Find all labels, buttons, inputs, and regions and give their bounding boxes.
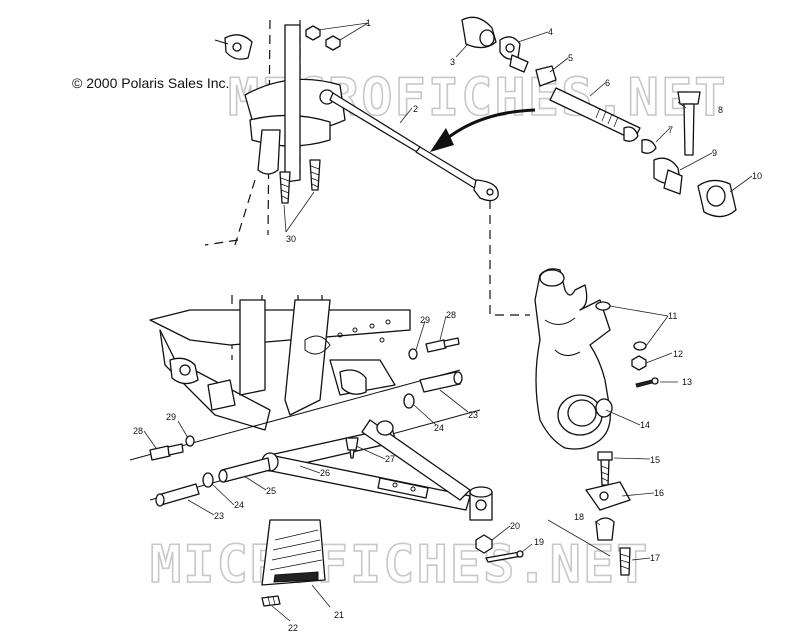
callout-26: 26 [320, 468, 330, 478]
callout-2: 2 [413, 104, 418, 114]
callout-15: 15 [650, 455, 660, 465]
callout-8: 8 [718, 105, 723, 115]
callout-4: 4 [548, 27, 553, 37]
callout-11: 11 [668, 311, 677, 321]
steering-knuckle [534, 268, 613, 450]
lock-nuts [305, 25, 341, 51]
callout-28-upper: 28 [446, 310, 456, 320]
callout-24-lower: 24 [234, 500, 244, 510]
callout-17: 17 [650, 553, 660, 563]
callout-16: 16 [654, 488, 664, 498]
watermark-bottom: MICROFICHES.NET [150, 535, 650, 595]
bolts-30 [279, 159, 321, 204]
ball-joint-assembly [585, 451, 631, 576]
callout-29-upper: 29 [420, 315, 430, 325]
callout-23-lower: 23 [214, 511, 224, 521]
callout-29-lower: 29 [166, 412, 176, 422]
copyright-notice: © 2000 Polaris Sales Inc. [72, 75, 230, 91]
callout-12: 12 [673, 349, 683, 359]
direction-arrow [444, 108, 536, 142]
callout-22: 22 [288, 623, 298, 633]
callout-14: 14 [640, 420, 650, 430]
steering-post-assembly [204, 19, 346, 246]
callout-13: 13 [682, 377, 692, 387]
vehicle-frame [149, 295, 411, 431]
callout-18: 18 [574, 512, 584, 522]
callout-24-upper: 24 [434, 423, 444, 433]
callout-7: 7 [668, 125, 673, 135]
rod-end-components [461, 16, 737, 218]
tie-rod [319, 89, 499, 202]
a-arm-guard [261, 519, 326, 607]
callout-10: 10 [752, 171, 762, 181]
callout-19: 19 [534, 537, 544, 547]
callout-3: 3 [450, 57, 455, 67]
knuckle-hardware [595, 301, 659, 388]
callout-25: 25 [266, 486, 276, 496]
callout-20: 20 [510, 521, 520, 531]
callout-6: 6 [605, 78, 610, 88]
castle-nut-cotter [475, 534, 524, 563]
callout-5: 5 [568, 53, 573, 63]
callout-21: 21 [334, 610, 344, 620]
callout-30: 30 [286, 234, 296, 244]
connector-line [489, 200, 530, 316]
callout-23-upper: 23 [468, 410, 478, 420]
callouts: 1 2 3 4 5 6 7 8 9 10 11 12 13 14 15 16 1… [133, 18, 762, 633]
arrow-head [430, 128, 454, 152]
leader-lines [143, 22, 753, 622]
callout-27: 27 [385, 454, 395, 464]
callout-28-lower: 28 [133, 426, 143, 436]
arm-mounting-hardware [149, 337, 463, 507]
callout-9: 9 [712, 148, 717, 158]
a-arm [129, 369, 493, 521]
callout-1: 1 [366, 18, 371, 28]
